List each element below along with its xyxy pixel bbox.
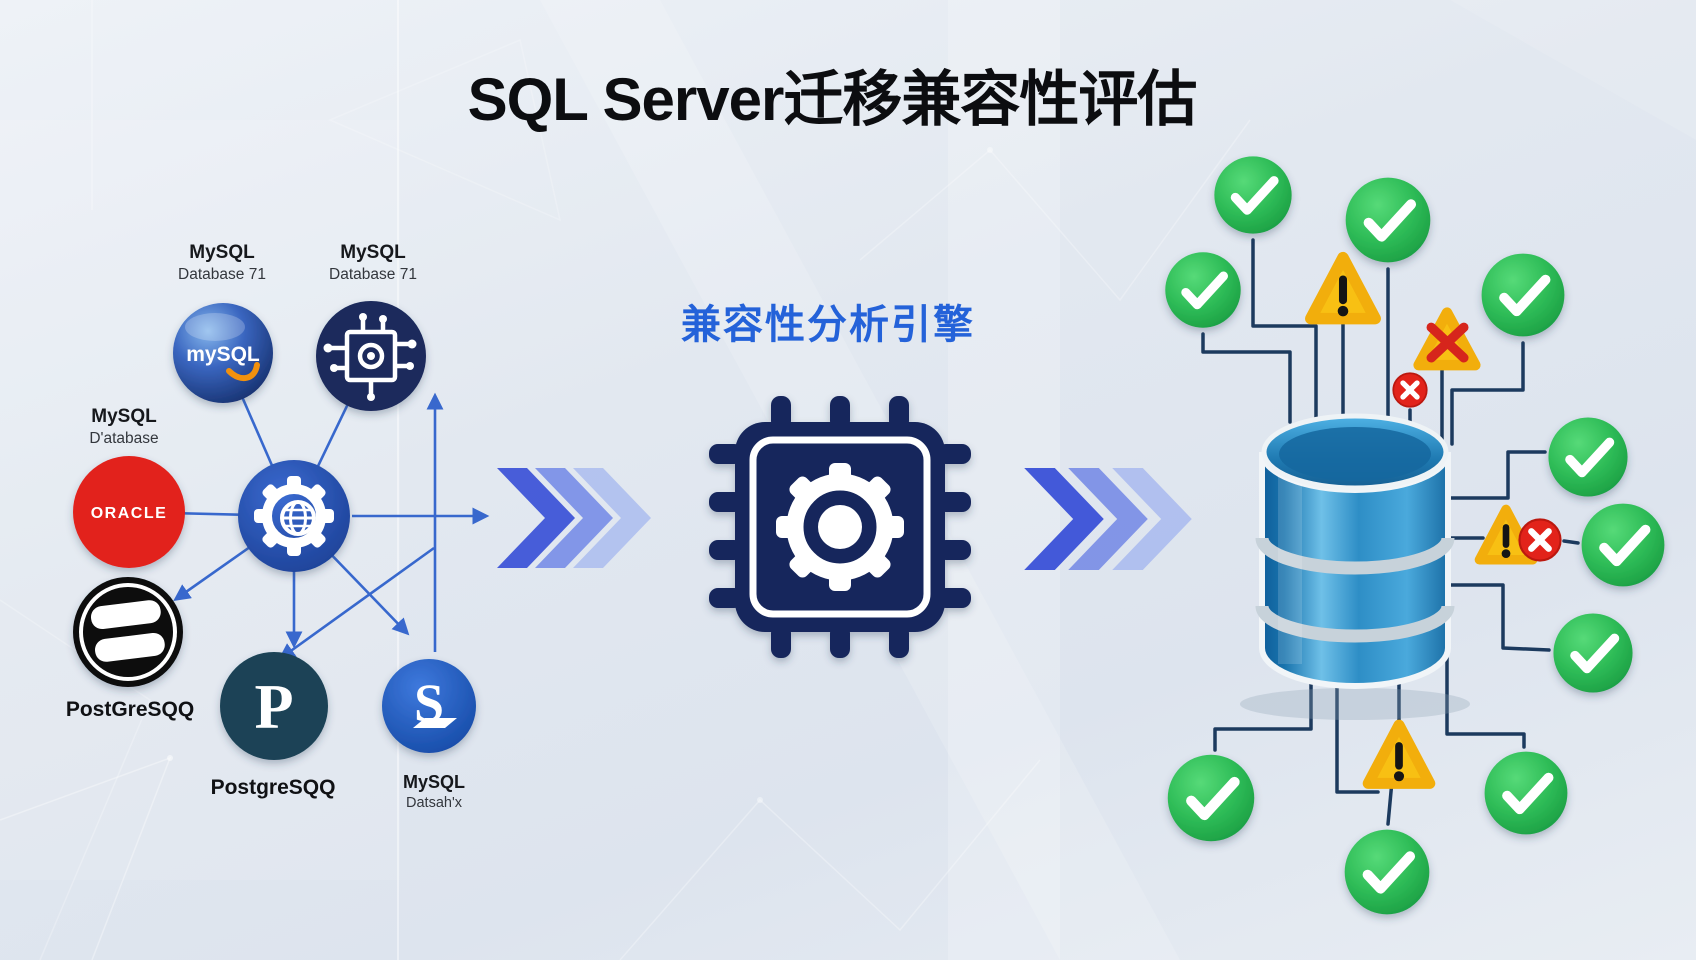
source-label-black-db: PostGreSQQ xyxy=(66,698,194,721)
postgresql-logo-text: P xyxy=(254,671,293,742)
cylinder-shadow xyxy=(1240,688,1470,720)
check-icon xyxy=(1214,156,1291,233)
mysql-logo-text: mySQL xyxy=(186,343,260,366)
page-title: SQL Server迁移兼容性评估 xyxy=(468,66,1197,133)
error-icon xyxy=(1393,373,1426,406)
gear-globe-hub-icon xyxy=(238,460,350,572)
flow-chevrons-left xyxy=(497,468,651,568)
chip-gear-engine-icon xyxy=(709,396,971,658)
warning-icon xyxy=(1311,258,1375,319)
source-label-mysql-top: MySQL xyxy=(189,242,255,263)
engine-label: 兼容性分析引擎 xyxy=(681,303,975,347)
check-icon xyxy=(1482,254,1565,337)
postgresql-p-icon: P xyxy=(220,652,328,760)
check-icon xyxy=(1345,830,1430,915)
mysql-sphere-icon: mySQL xyxy=(173,303,273,403)
source-sublabel-mysql-oracle: D'atabase xyxy=(89,430,158,447)
oracle-logo-icon: ORACLE xyxy=(73,456,185,568)
check-icon xyxy=(1548,417,1627,496)
warning-error-icon xyxy=(1419,313,1476,366)
black-database-icon xyxy=(73,577,183,687)
result-connectors xyxy=(1201,238,1580,826)
source-label-mysql-oracle: MySQL xyxy=(91,406,157,427)
check-icon xyxy=(1165,252,1240,327)
source-label-sql-scroll: MySQL xyxy=(403,772,465,792)
sql-scroll-icon: S xyxy=(382,659,476,753)
source-sublabel-mysql-top: Database 71 xyxy=(178,266,266,283)
database-cylinder-icon xyxy=(1255,413,1455,689)
check-icon xyxy=(1553,613,1632,692)
source-sublabel-sql-scroll: Datsah'x xyxy=(406,795,463,811)
check-icon xyxy=(1346,178,1431,263)
check-icon xyxy=(1168,755,1254,841)
oracle-logo-text: ORACLE xyxy=(91,505,168,522)
error-icon xyxy=(1519,519,1560,560)
source-sublabel-mysql-circuit: Database 71 xyxy=(329,266,417,283)
source-label-postgres: PostgreSQQ xyxy=(211,776,336,799)
source-label-mysql-circuit: MySQL xyxy=(340,242,406,263)
warning-icon xyxy=(1368,725,1430,783)
check-icon xyxy=(1485,752,1568,835)
check-icon xyxy=(1582,504,1665,587)
circuit-board-icon xyxy=(316,301,426,411)
